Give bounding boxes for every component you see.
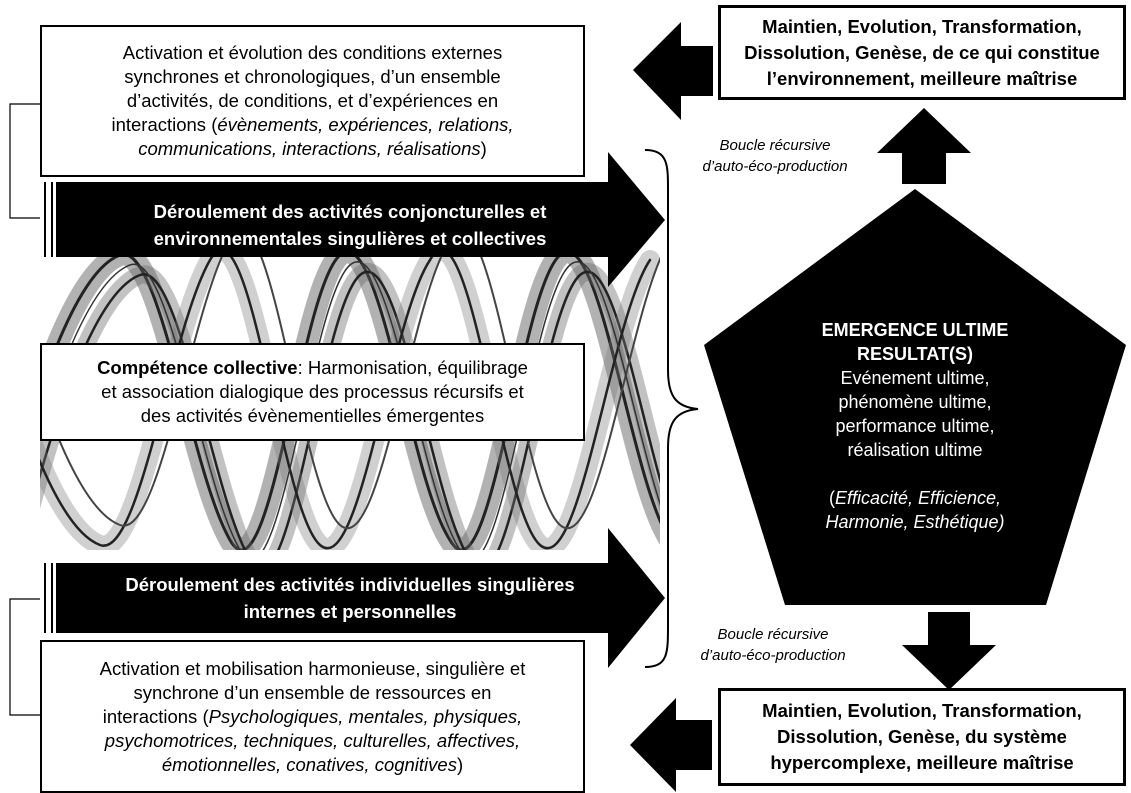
- external-line4-prefix: interactions (: [111, 114, 218, 135]
- external-line1: Activation et évolution des conditions e…: [122, 42, 503, 63]
- curly-brace: [644, 149, 699, 668]
- loop-bottom-line1: Boucle récursive: [717, 626, 829, 643]
- internal-line4-italic: psychomotrices, techniques, culturelles,…: [104, 729, 521, 751]
- recursive-loop-label-bottom: Boucle récursive d’auto-éco-production: [678, 624, 868, 666]
- collective-line2: et association dialogique des processus …: [101, 381, 524, 402]
- emergence-italic2: Harmonie, Esthétique): [825, 512, 1005, 532]
- emergence-line3: performance ultime,: [835, 416, 995, 436]
- loop-top-line2: d’auto-éco-production: [702, 158, 848, 175]
- external-line3: d’activités, de conditions, et d’expérie…: [126, 90, 499, 111]
- top-arrow-label-line1: Déroulement des activités conjoncturelle…: [153, 201, 547, 222]
- emergence-paren: (: [828, 488, 835, 508]
- external-line5-italic: communications, interactions, réalisatio…: [138, 138, 481, 159]
- collective-competence-title: Compétence collective: [97, 357, 298, 378]
- arrow-down: [902, 612, 996, 690]
- env-line3: l’environnement, meilleure maîtrise: [766, 67, 1078, 89]
- system-outcome-box: Maintien, Evolution, Transformation, Dis…: [718, 688, 1126, 786]
- env-line1: Maintien, Evolution, Transformation,: [762, 15, 1082, 37]
- emergence-text: EMERGENCE ULTIME RESULTAT(S) Evénement u…: [725, 318, 1105, 534]
- arrow-up: [877, 108, 971, 184]
- emergence-title2: RESULTAT(S): [857, 344, 973, 364]
- sys-line1: Maintien, Evolution, Transformation,: [762, 700, 1082, 721]
- internal-line5-suffix: ): [456, 753, 464, 775]
- environment-outcome-box: Maintien, Evolution, Transformation, Dis…: [718, 5, 1126, 100]
- emergence-title1: EMERGENCE ULTIME: [821, 320, 1009, 340]
- collective-competence-box: Compétence collective: Harmonisation, éq…: [40, 343, 585, 441]
- recursive-loop-label-top: Boucle récursive d’auto-éco-production: [680, 135, 870, 177]
- sys-line2: Dissolution, Genèse, du système: [777, 726, 1067, 747]
- left-connector-bottom: [9, 598, 40, 716]
- external-line2: synchrones et chronologiques, d’un ensem…: [124, 66, 501, 87]
- emergence-line1: Evénement ultime,: [840, 368, 990, 388]
- bottom-arrow-label-line1: Déroulement des activités individuelles …: [125, 574, 575, 595]
- emergence-italic1: Efficacité, Efficience,: [834, 488, 1002, 508]
- arrow-left-bottom: [630, 698, 712, 792]
- bottom-arrow-label: Déroulement des activités individuelles …: [70, 571, 630, 625]
- emergence-line2: phénomène ultime,: [838, 392, 992, 412]
- sys-line3: hypercomplexe, meilleure maîtrise: [770, 752, 1074, 773]
- collective-line1-rest: : Harmonisation, équilibrage: [297, 357, 528, 378]
- bottom-arrow-label-line2: internes et personnelles: [243, 601, 457, 622]
- external-line5-suffix: ): [480, 138, 487, 159]
- external-conditions-box: Activation et évolution des conditions e…: [40, 25, 585, 177]
- internal-line3-italic: Psychologiques, mentales, physiques,: [208, 705, 523, 727]
- emergence-line4: réalisation ultime: [847, 440, 983, 460]
- internal-line3-prefix: interactions (: [102, 705, 209, 727]
- arrow-left-top: [633, 22, 713, 120]
- top-black-arrow: [40, 152, 665, 287]
- external-line4-italic: évènements, expériences, relations,: [217, 114, 514, 135]
- loop-top-line1: Boucle récursive: [719, 137, 831, 154]
- loop-bottom-line2: d’auto-éco-production: [700, 647, 846, 664]
- top-arrow-label-line2: environnementales singulières et collect…: [153, 228, 547, 249]
- left-connector-top: [9, 103, 40, 219]
- internal-resources-box: Activation et mobilisation harmonieuse, …: [40, 640, 585, 793]
- top-arrow-label: Déroulement des activités conjoncturelle…: [80, 198, 620, 252]
- env-line2: Dissolution, Genèse, de ce qui constitue: [744, 41, 1100, 63]
- internal-line5-italic: émotionnelles, conatives, cognitives: [161, 753, 457, 775]
- emergence-pentagon: [704, 189, 1126, 605]
- bottom-black-arrow: [40, 528, 665, 668]
- internal-line1: Activation et mobilisation harmonieuse, …: [99, 657, 526, 679]
- internal-line2: synchrone d’un ensemble de ressources en: [133, 681, 492, 703]
- collective-line3: des activités évènementielles émergentes: [140, 405, 485, 426]
